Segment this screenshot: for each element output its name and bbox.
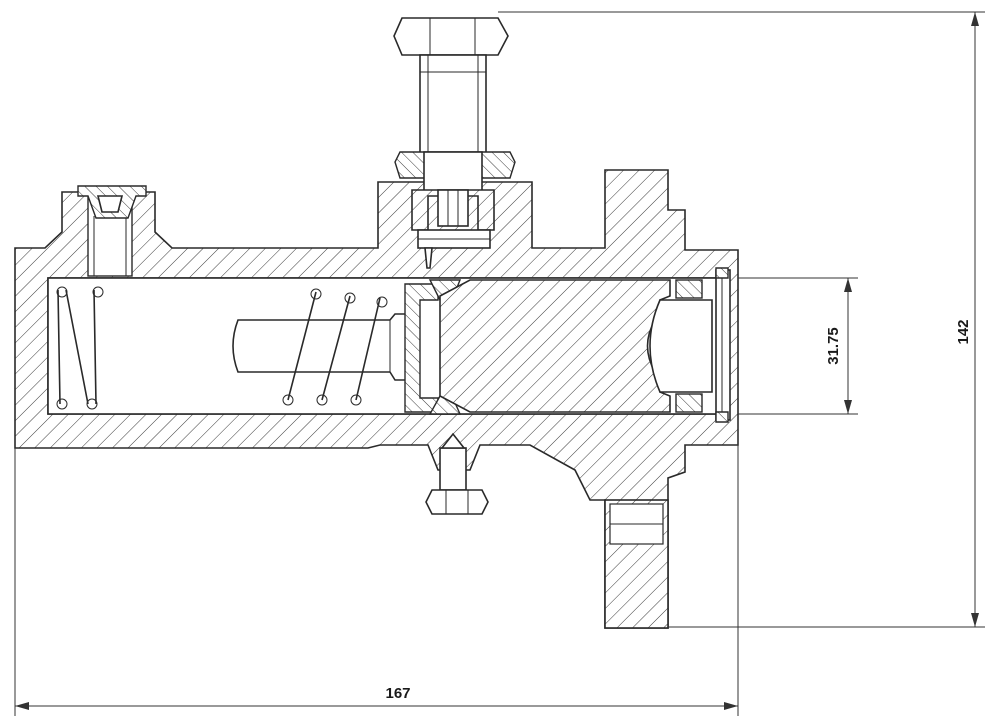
main-piston [439,279,713,413]
piston-rod [232,313,413,381]
dimension-bore-label: 31.75 [825,327,842,365]
dimension-length-label: 167 [385,685,410,702]
lower-bleeder-bolt [425,432,489,515]
dimension-height: 142 [498,11,985,628]
dimension-length: 167 [14,420,739,716]
stop-screw-assembly [393,17,516,269]
rear-seal-rings [675,267,731,423]
dimension-height-label: 142 [955,319,972,344]
return-spring-left [56,286,104,410]
reservoir-port [77,185,147,277]
mounting-flange [604,499,669,629]
piston-spring [282,288,388,406]
dimension-bore: 31.75 [738,277,858,415]
